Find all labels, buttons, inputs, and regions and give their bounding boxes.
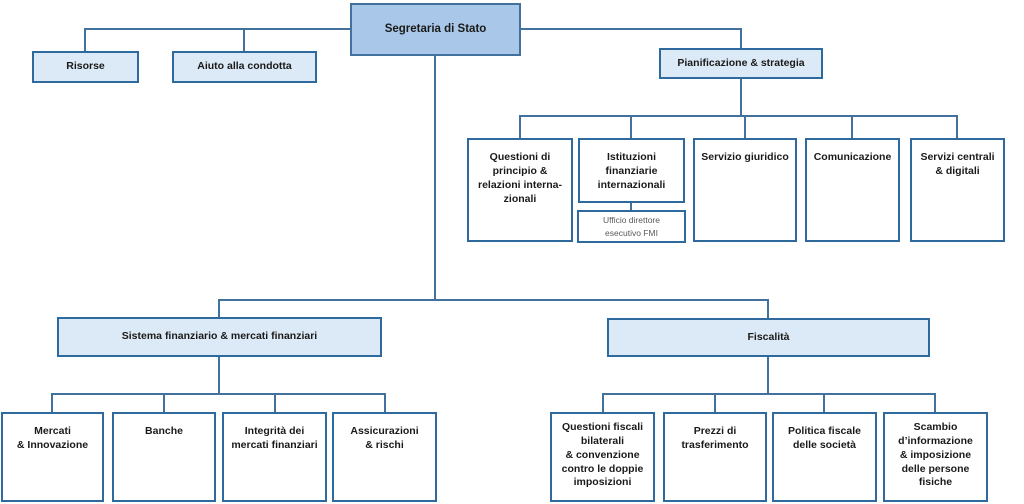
connector-line xyxy=(218,299,769,301)
box-risorse: Risorse xyxy=(32,51,139,83)
box-servizi-centrali-digitali: Servizi centrali & digitali xyxy=(910,138,1005,242)
connector-line xyxy=(740,28,742,48)
connector-line xyxy=(630,203,632,211)
box-questioni-di-principio: Questioni di principio & relazioni inter… xyxy=(467,138,573,242)
connector-line xyxy=(434,56,436,301)
connector-line xyxy=(602,393,604,412)
box-comunicazione: Comunicazione xyxy=(805,138,900,242)
box-banche: Banche xyxy=(112,412,216,502)
box-aiuto-alla-condotta: Aiuto alla condotta xyxy=(172,51,317,83)
connector-line xyxy=(744,115,746,138)
box-prezzi-trasferimento: Prezzi di trasferimento xyxy=(663,412,767,502)
connector-line xyxy=(602,393,936,395)
box-ufficio-direttore-fmi: Ufficio direttore esecutivo FMI xyxy=(577,210,686,243)
connector-line xyxy=(956,115,958,138)
connector-line xyxy=(767,299,769,319)
connector-line xyxy=(218,357,220,395)
connector-line xyxy=(767,357,769,395)
connector-line xyxy=(521,28,741,30)
connector-line xyxy=(218,299,220,318)
box-assicurazioni-rischi: Assicurazioni & rischi xyxy=(332,412,437,502)
box-servizio-giuridico: Servizio giuridico xyxy=(693,138,797,242)
box-segretaria-di-stato: Segretaria di Stato xyxy=(350,3,521,56)
box-sistema-finanziario: Sistema finanziario & mercati finanziari xyxy=(57,317,382,357)
connector-line xyxy=(274,393,276,412)
box-politica-fiscale: Politica fiscale delle società xyxy=(772,412,877,502)
connector-line xyxy=(51,393,386,395)
connector-line xyxy=(519,115,958,117)
connector-line xyxy=(519,115,521,138)
box-pianificazione-strategia: Pianificazione & strategia xyxy=(659,48,823,79)
box-mercati-innovazione: Mercati & Innovazione xyxy=(1,412,104,502)
box-fiscalita: Fiscalità xyxy=(607,318,930,357)
connector-line xyxy=(714,393,716,412)
connector-line xyxy=(630,115,632,138)
box-integrita-mercati: Integrità dei mercati finanziari xyxy=(222,412,327,502)
box-istituzioni-finanziarie: Istituzioni finanziarie internazionali xyxy=(578,138,685,203)
connector-line xyxy=(851,115,853,138)
box-questioni-fiscali: Questioni fiscali bilaterali & convenzio… xyxy=(550,412,655,502)
connector-line xyxy=(51,393,53,412)
box-scambio-informazione: Scambio d’informazione & imposizione del… xyxy=(883,412,988,502)
connector-line xyxy=(85,28,350,30)
connector-line xyxy=(823,393,825,412)
connector-line xyxy=(384,393,386,412)
connector-line xyxy=(934,393,936,412)
connector-line xyxy=(740,79,742,117)
connector-line xyxy=(243,28,245,51)
connector-line xyxy=(84,28,86,51)
connector-line xyxy=(163,393,165,412)
